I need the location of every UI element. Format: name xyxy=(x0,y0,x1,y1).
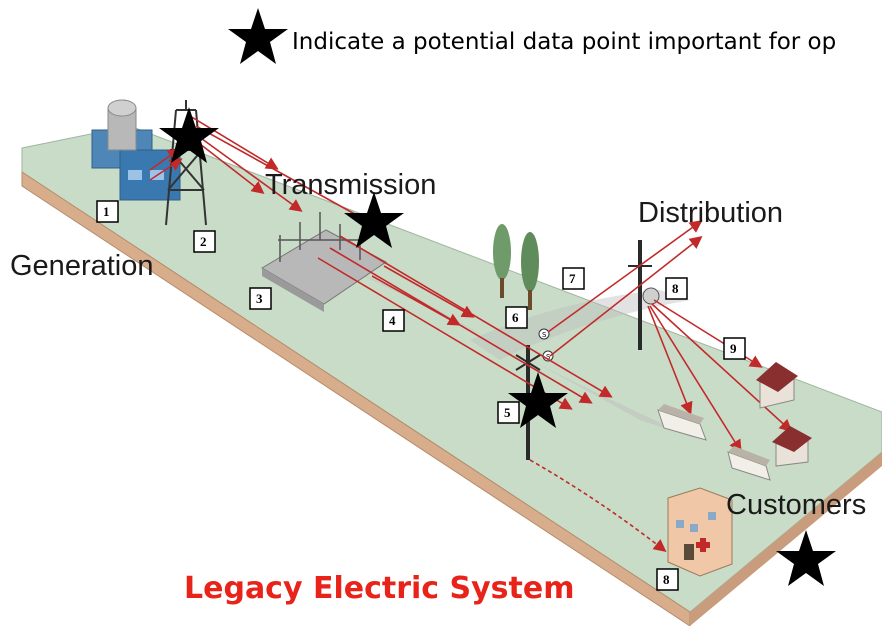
legend-text: Indicate a potential data point importan… xyxy=(292,29,836,55)
plant-silo-top xyxy=(107,99,137,117)
star-icon-generation xyxy=(159,107,219,163)
generation-label: Generation xyxy=(10,250,154,282)
diagram-title: Legacy Electric System xyxy=(184,571,574,606)
ground-side xyxy=(21,171,691,626)
meter-mark: S xyxy=(542,331,547,339)
number-box-label-2: 2 xyxy=(200,234,207,249)
number-box-label-5: 5 xyxy=(504,405,511,420)
ground-board xyxy=(21,125,882,626)
star-icon-transmission xyxy=(344,192,404,248)
hospital-building xyxy=(667,487,733,577)
data-point-stars xyxy=(159,8,836,586)
star-icon-distribution xyxy=(508,372,568,428)
power-lines xyxy=(149,115,793,453)
road-2 xyxy=(470,290,690,360)
number-box-label: 1 xyxy=(103,204,110,219)
ground-side-right xyxy=(690,452,882,626)
trees xyxy=(493,224,539,310)
meter-mark-2: S xyxy=(546,353,551,361)
distribution-label: Distribution xyxy=(638,197,783,229)
transmission-label: Transmission xyxy=(265,169,436,201)
star-icon xyxy=(228,8,288,64)
customers-label: Customers xyxy=(726,489,866,521)
house xyxy=(756,362,798,409)
plant-silo xyxy=(107,107,137,151)
number-box-label-8: 8 xyxy=(663,572,670,587)
number-box-label-6: 6 xyxy=(512,310,519,325)
house-2 xyxy=(772,426,812,467)
numbered-boxes: 1 2 3 4 5 6 7 8 8 9 xyxy=(96,200,746,591)
mobile-home xyxy=(657,404,707,441)
service-drop-line xyxy=(529,459,667,552)
star-icon-customers xyxy=(776,530,836,586)
number-box-label-8b: 8 xyxy=(672,281,679,296)
number-box-label-9: 9 xyxy=(730,341,737,356)
meter-circle xyxy=(538,328,550,340)
number-box-label-3: 3 xyxy=(256,291,263,306)
mobile-home-2 xyxy=(727,446,771,481)
number-box-label-7: 7 xyxy=(569,271,576,286)
plant-window xyxy=(128,170,142,180)
number-box-label-4: 4 xyxy=(389,313,396,328)
houses xyxy=(657,362,812,577)
